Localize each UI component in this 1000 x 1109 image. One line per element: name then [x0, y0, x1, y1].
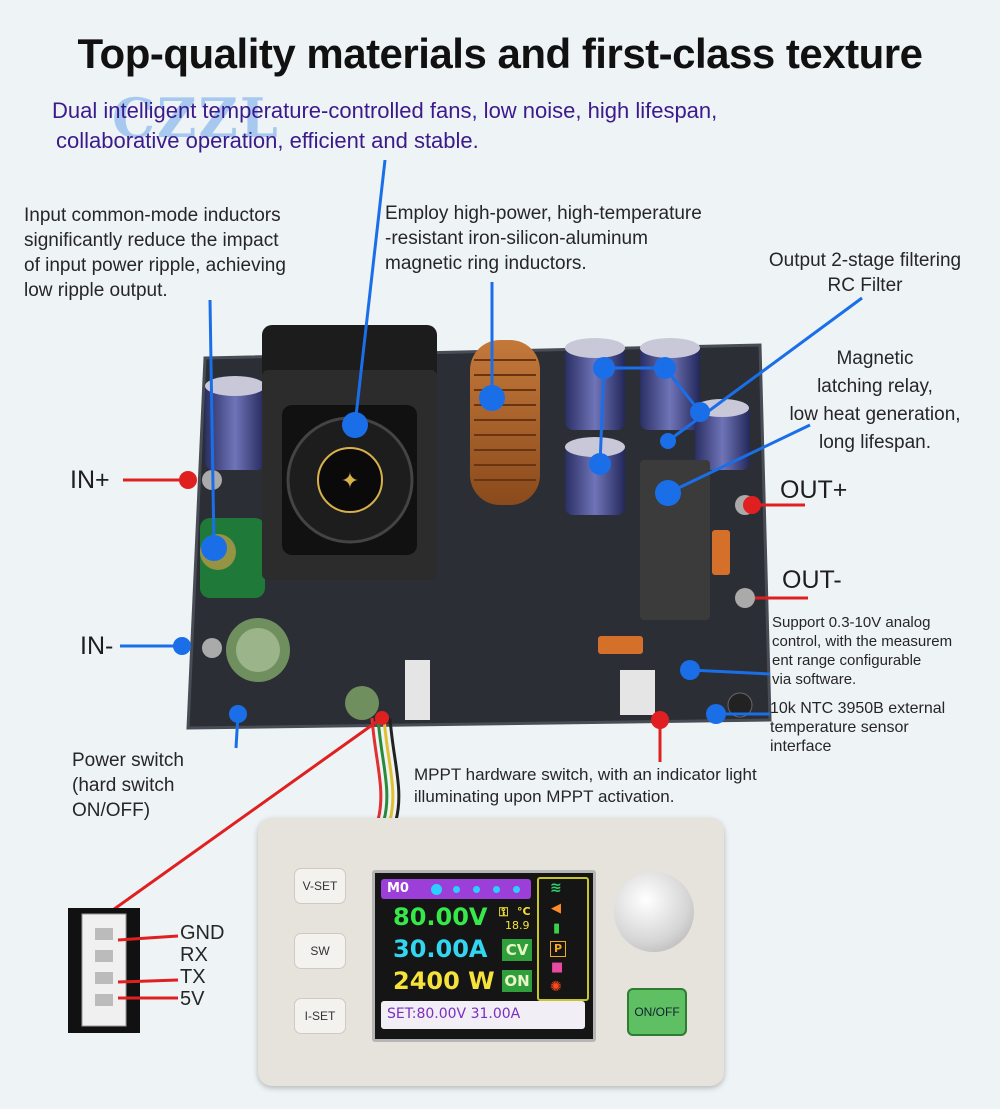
subtitle-line-2: collaborative operation, efficient and s… — [56, 128, 479, 153]
label-out-minus: OUT- — [782, 566, 842, 594]
sw-button[interactable]: SW — [294, 933, 346, 969]
on-badge: ON — [502, 970, 532, 992]
speaker-icon: ◀ — [551, 901, 561, 916]
callout-output-filter: Output 2-stage filtering RC Filter — [768, 250, 962, 296]
callout-relay: Magnetic latching relay, low heat genera… — [789, 348, 961, 453]
power-readout: 2400 W — [393, 967, 495, 995]
mode-label: M0 — [387, 881, 409, 896]
subtitle-line-1: Dual intelligent temperature-controlled … — [52, 98, 718, 123]
key-icon: ⚿ — [499, 905, 509, 919]
sun-icon: ✺ — [550, 979, 562, 995]
setpoint-bar — [381, 1001, 585, 1029]
page-title: Top-quality materials and first-class te… — [77, 30, 923, 77]
connector-pin-labels: GND RX TX 5V — [180, 922, 225, 1010]
onoff-button[interactable]: ON/OFF — [627, 988, 687, 1036]
voltage-readout: 80.00V — [393, 903, 488, 931]
label-in-minus: IN- — [80, 632, 114, 660]
callout-power-switch: Power switch (hard switch ON/OFF) — [72, 750, 184, 821]
adjust-knob[interactable] — [614, 872, 694, 952]
lock-icon: ■ — [551, 960, 564, 975]
svg-text:✦: ✦ — [341, 469, 359, 494]
indicator-dot — [493, 886, 500, 893]
cv-badge: CV — [502, 939, 532, 961]
callout-analog-control: Support 0.3-10V analog control, with the… — [772, 614, 953, 688]
indicator-dot — [513, 886, 520, 893]
callout-input-inductor: Input common-mode inductors significantl… — [24, 205, 286, 301]
setpoint-readout: SET:80.00V 31.00A — [387, 1006, 521, 1022]
battery-icon: ▮ — [553, 921, 561, 936]
callout-mppt: MPPT hardware switch, with an indicator … — [414, 765, 757, 806]
indicator-dot — [473, 886, 480, 893]
callout-ring-inductor: Employ high-power, high-temperature -res… — [385, 203, 702, 274]
label-out-plus: OUT+ — [780, 476, 848, 504]
current-readout: 30.00A — [393, 935, 488, 963]
indicator-dot — [453, 886, 460, 893]
indicator-dot — [431, 884, 442, 895]
temp-unit: °C — [517, 905, 531, 918]
label-in-plus: IN+ — [70, 466, 110, 494]
iset-button[interactable]: I-SET — [294, 998, 346, 1034]
callout-ntc: 10k NTC 3950B external temperature senso… — [770, 700, 946, 755]
watermark-logo: CZZL — [112, 86, 280, 150]
p-badge: P — [550, 941, 566, 957]
wifi-icon: ≋ — [550, 880, 562, 896]
lcd-screen: M0 80.00V 30.00A 2400 W ⚿ °C 18.9 CV ON … — [372, 870, 596, 1042]
status-column — [537, 877, 589, 1001]
vset-button[interactable]: V-SET — [294, 868, 346, 904]
temp-readout: 18.9 — [505, 919, 530, 932]
